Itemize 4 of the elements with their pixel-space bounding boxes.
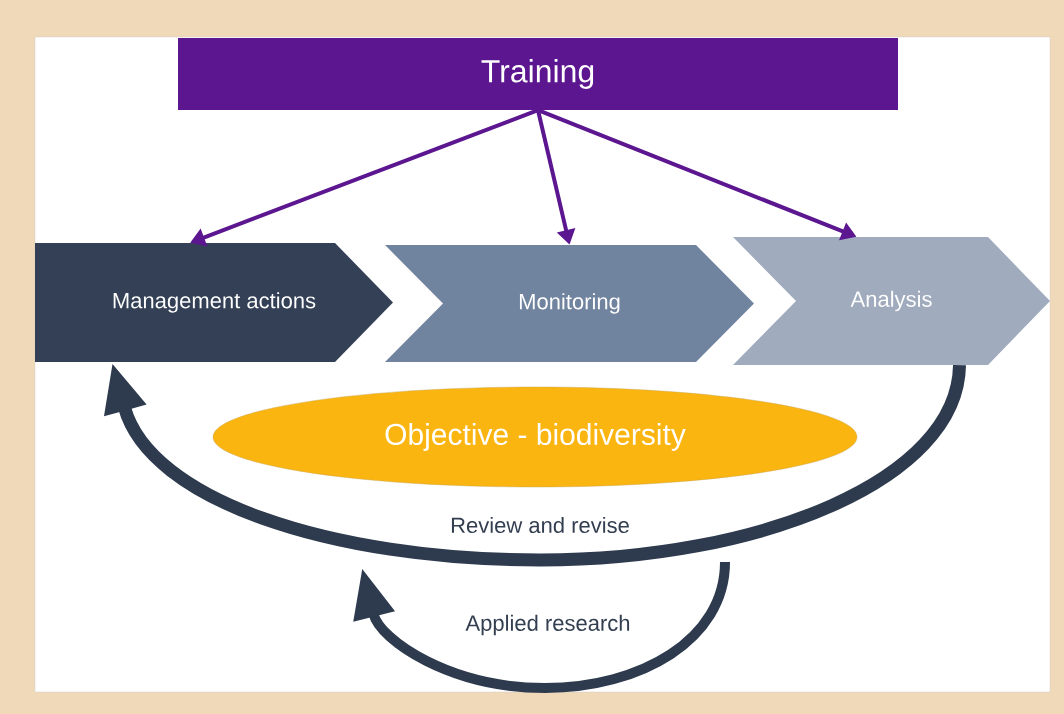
curved-arrow	[104, 364, 966, 567]
edge-label: Review and revise	[448, 514, 632, 536]
title-box: Training	[178, 38, 898, 110]
arrow-label: Applied research	[463, 612, 633, 638]
